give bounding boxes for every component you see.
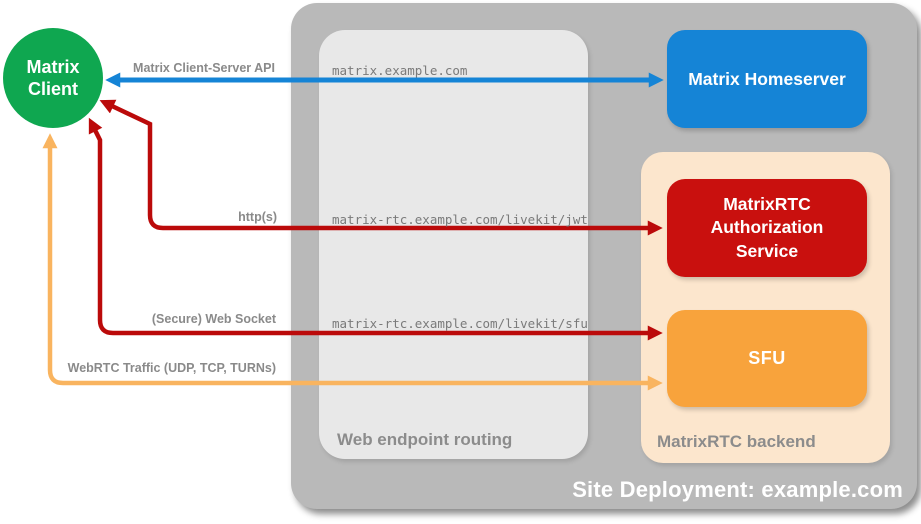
sfu-node: SFU (667, 310, 867, 407)
matrix-homeserver-node: Matrix Homeserver (667, 30, 867, 128)
endpoint-url-livekit-sfu: matrix-rtc.example.com/livekit/sfu (332, 316, 588, 331)
https-label: http(s) (238, 210, 277, 224)
sfu-label: SFU (748, 348, 786, 368)
matrixrtc-authorization-service-label: MatrixRTC Authorization Service (710, 194, 824, 261)
webrtc-traffic-label: WebRTC Traffic (UDP, TCP, TURNs) (67, 361, 276, 375)
websocket-label: (Secure) Web Socket (151, 312, 276, 326)
endpoint-url-livekit-jwt: matrix-rtc.example.com/livekit/jwt (332, 212, 588, 227)
matrixrtc-authorization-service-node: MatrixRTC Authorization Service (667, 179, 867, 277)
site-deployment-title: Site Deployment: example.com (572, 477, 903, 502)
web-endpoint-routing-box: Web endpoint routing (319, 30, 588, 459)
matrix-client-label: Matrix Client (26, 56, 80, 100)
web-endpoint-routing-title: Web endpoint routing (337, 430, 513, 449)
matrix-client-node: Matrix Client (3, 28, 103, 128)
client-server-api-label: Matrix Client-Server API (133, 61, 275, 75)
matrix-homeserver-label: Matrix Homeserver (688, 68, 846, 89)
endpoint-url-homeserver: matrix.example.com (332, 63, 468, 78)
matrixrtc-backend-title: MatrixRTC backend (657, 432, 816, 451)
